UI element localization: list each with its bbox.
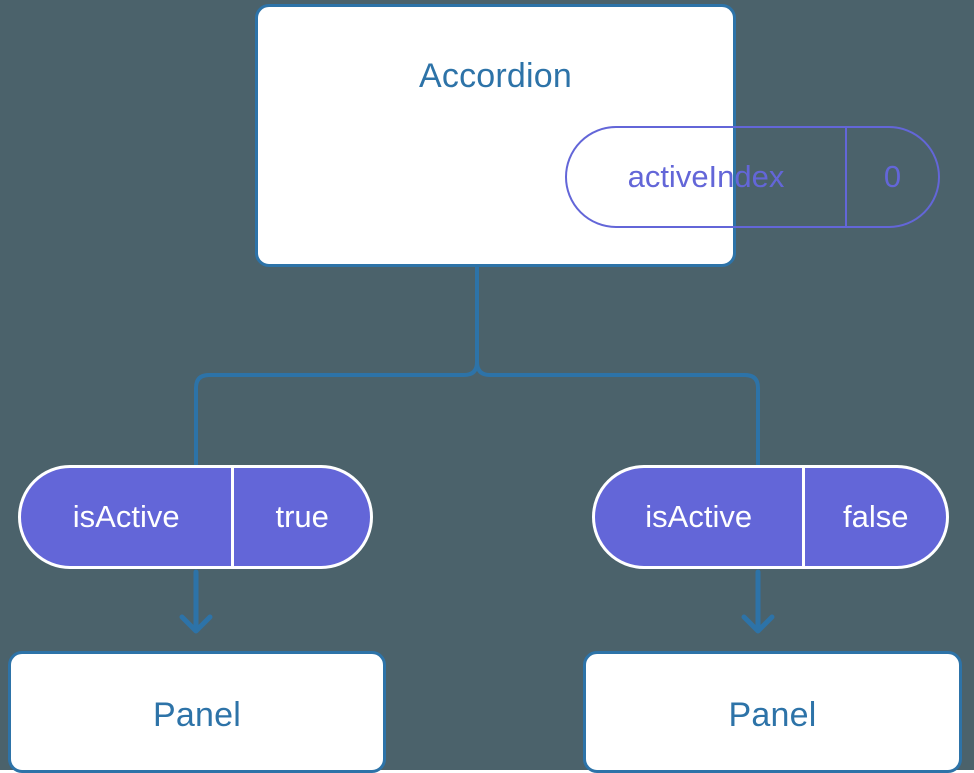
arrow-down-right (741, 569, 775, 634)
panel-node-right[interactable]: Panel (583, 651, 962, 773)
state-pill-key: isActive (72, 499, 180, 534)
state-pill-key: isActive (645, 499, 753, 534)
state-pill-value: true (231, 468, 370, 566)
tree-branch-connector-left (194, 360, 479, 467)
accordion-node[interactable]: Accordion activeIndex 0 (255, 4, 940, 267)
panel-node-left[interactable]: Panel (8, 651, 386, 773)
state-pill-is-active-false[interactable]: isActive false (592, 465, 949, 569)
state-pill-is-active-true[interactable]: isActive true (18, 465, 373, 569)
state-pill-value: false (802, 468, 946, 566)
tree-branch-connector (475, 265, 760, 467)
arrow-down-left (179, 569, 213, 634)
state-pill-active-index[interactable]: activeIndex 0 (565, 126, 940, 228)
panel-node-title: Panel (153, 696, 241, 734)
state-pill-key: activeIndex (627, 159, 785, 194)
accordion-node-title: Accordion (419, 57, 572, 95)
panel-node-title: Panel (728, 696, 817, 734)
state-pill-value: 0 (844, 128, 938, 226)
